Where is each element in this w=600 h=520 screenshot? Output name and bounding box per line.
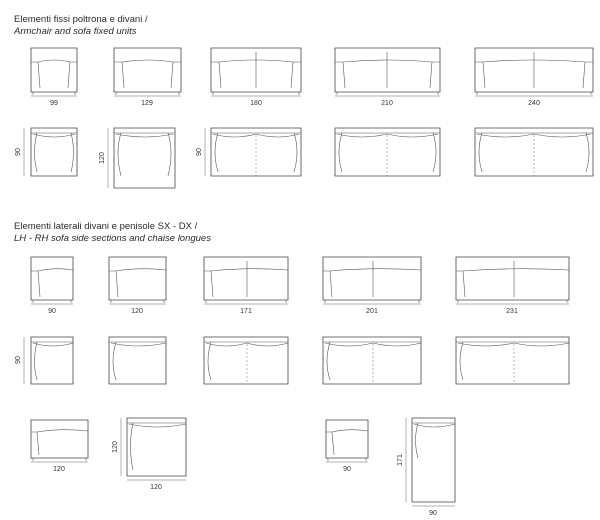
- depth-label-side-90: 90: [15, 356, 22, 364]
- chaise-90-front-width-label: 90: [343, 466, 351, 473]
- width-label-201: 201: [366, 308, 378, 315]
- chaise-120-front-width-label: 120: [53, 466, 65, 473]
- width-label-171: 171: [240, 308, 252, 315]
- side-sections-title-en: LH - RH sofa side sections and chaise lo…: [14, 233, 211, 244]
- width-label-120: 120: [131, 308, 143, 315]
- side-231-plan: [455, 336, 570, 385]
- sofa-180-front: [210, 47, 302, 95]
- sofa-240-plan: [474, 127, 594, 177]
- chaise-90-front: 90: [325, 419, 369, 473]
- side-201-front: [322, 256, 422, 303]
- sofa-210-front: [334, 47, 441, 95]
- chaise-120-plan: 120 120: [112, 417, 187, 491]
- side-171-plan: [203, 336, 289, 385]
- side-90-plan: [30, 336, 74, 385]
- side-201-plan: [322, 336, 422, 385]
- side-231-front: [455, 256, 570, 303]
- width-label-240: 240: [528, 100, 540, 107]
- side-width-dimensions: 90 120 171 201 231: [31, 303, 569, 315]
- depth-label-120: 120: [99, 152, 106, 164]
- sofa-129-plan-120: [113, 127, 176, 189]
- side-120-plan: [108, 336, 167, 385]
- chaise-120-front: 120: [30, 419, 89, 473]
- chaise-120-width-label: 120: [150, 484, 162, 491]
- fixed-width-dimensions: 99 129 180 210 240: [31, 95, 593, 107]
- chaise-90-width-label: 90: [429, 510, 437, 517]
- side-depth-dimension: 90: [15, 337, 25, 384]
- width-label-99: 99: [50, 100, 58, 107]
- width-label-90: 90: [48, 308, 56, 315]
- fixed-units-title-en: Armchair and sofa fixed units: [14, 26, 137, 37]
- chaise-120-depth-label: 120: [112, 441, 119, 453]
- fixed-units-title-it: Elementi fissi poltrona e divani /: [14, 14, 148, 25]
- depth-label-90-a: 90: [15, 148, 22, 156]
- side-sections-title-it: Elementi laterali divani e penisole SX -…: [14, 221, 198, 232]
- chaise-90-depth-label: 171: [397, 454, 404, 466]
- side-171-front: [203, 256, 289, 303]
- width-label-210: 210: [381, 100, 393, 107]
- sofa-240-front: [474, 47, 594, 95]
- sofa-210-plan: [334, 127, 441, 177]
- side-120-front: [108, 256, 167, 303]
- width-label-129: 129: [141, 100, 153, 107]
- sofa-129-front: [113, 47, 182, 95]
- armchair-99-plan: [30, 127, 78, 177]
- depth-label-90-b: 90: [196, 148, 203, 156]
- fixed-depth-dimensions: 90 120 90: [15, 128, 206, 188]
- chaise-90-plan: 171 90: [397, 417, 456, 517]
- width-label-180: 180: [250, 100, 262, 107]
- sofa-180-plan: [210, 127, 302, 177]
- armchair-99-front: [30, 47, 78, 95]
- side-90-front: [30, 256, 74, 303]
- width-label-231: 231: [506, 308, 518, 315]
